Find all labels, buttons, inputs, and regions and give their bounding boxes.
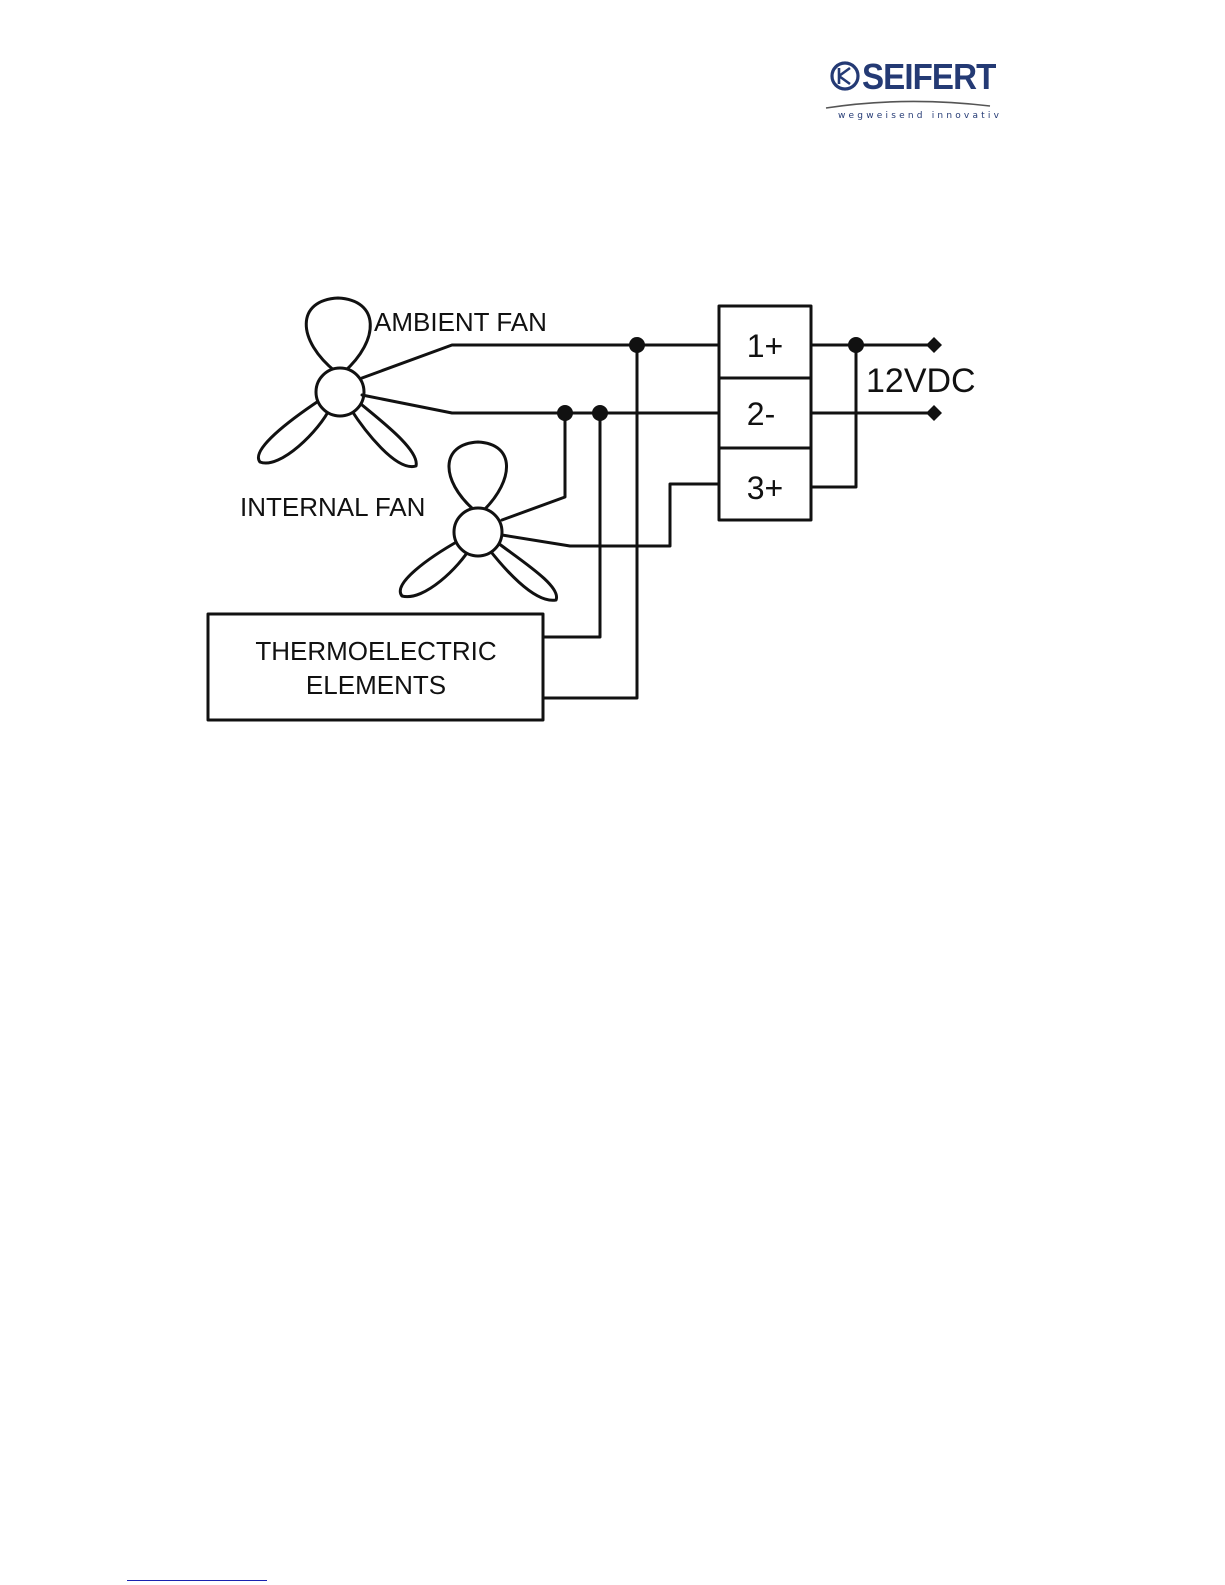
- wire-ambient-negative: [362, 395, 719, 413]
- ambient-fan-label: AMBIENT FAN: [374, 307, 547, 337]
- junction-dot: [557, 405, 573, 421]
- terminal-2-label: 2-: [747, 396, 775, 432]
- wiring-diagram: AMBIENT FAN INTERNAL FAN THERMOELECTRIC …: [0, 0, 1225, 800]
- supply-terminal-positive-icon: [926, 337, 942, 353]
- wire-bridge-3-to-1: [811, 345, 856, 487]
- wire-thermo-negative: [543, 413, 600, 637]
- junction-dot: [848, 337, 864, 353]
- supply-terminal-negative-icon: [926, 405, 942, 421]
- terminal-3-label: 3+: [747, 470, 783, 506]
- internal-fan-label: INTERNAL FAN: [240, 492, 425, 522]
- wire-internal-negative: [502, 413, 565, 520]
- thermoelectric-label-line1: THERMOELECTRIC: [255, 636, 496, 666]
- thermoelectric-label-line2: ELEMENTS: [306, 670, 446, 700]
- wire-internal-positive: [502, 484, 719, 546]
- supply-voltage-label: 12VDC: [866, 362, 976, 400]
- junction-dot: [629, 337, 645, 353]
- wire-ambient-positive: [362, 345, 719, 378]
- junction-dot: [592, 405, 608, 421]
- footer-link-rule: [127, 1580, 267, 1581]
- terminal-1-label: 1+: [747, 328, 783, 364]
- thermoelectric-box: [208, 614, 543, 720]
- wire-thermo-positive: [543, 345, 637, 698]
